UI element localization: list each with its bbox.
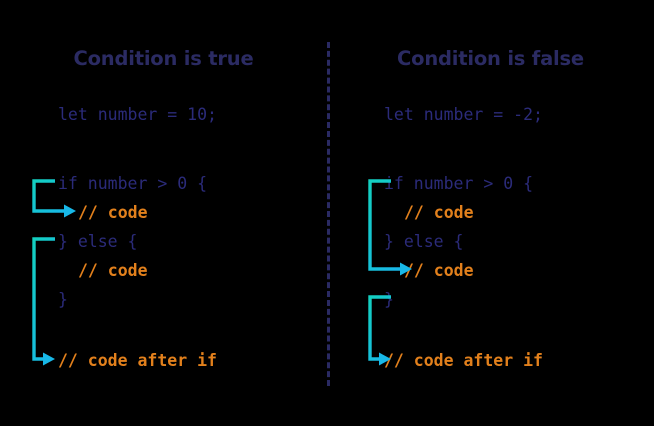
code-line-else-body-comment: // code <box>404 261 474 280</box>
panel-condition-false: Condition is false let number = -2; if n… <box>327 0 654 426</box>
panel-title-condition-false: Condition is false <box>397 47 584 70</box>
code-line-else: } else { <box>58 232 138 251</box>
code-line-else-body-comment: // code <box>78 261 148 280</box>
code-line-after-if-comment: // code after if <box>58 351 217 370</box>
code-line-closing-brace: } <box>384 290 394 309</box>
code-line-declaration: let number = 10; <box>58 105 217 124</box>
code-line-if-body-comment: // code <box>404 203 474 222</box>
code-line-else: } else { <box>384 232 464 251</box>
code-line-if-body-comment: // code <box>78 203 148 222</box>
code-line-if: if number > 0 { <box>384 174 534 193</box>
code-block-condition-false: let number = -2; if number > 0 { // code… <box>327 0 654 426</box>
code-line-closing-brace: } <box>58 290 68 309</box>
panel-divider <box>327 42 330 386</box>
panel-title-condition-true: Condition is true <box>73 47 254 70</box>
code-line-declaration: let number = -2; <box>384 105 543 124</box>
code-line-if: if number > 0 { <box>58 174 208 193</box>
code-line-after-if-comment: // code after if <box>384 351 543 370</box>
code-block-condition-true: let number = 10; if number > 0 { // code… <box>58 105 217 370</box>
panel-condition-true: Condition is true let number = 10; if nu… <box>32 47 254 370</box>
